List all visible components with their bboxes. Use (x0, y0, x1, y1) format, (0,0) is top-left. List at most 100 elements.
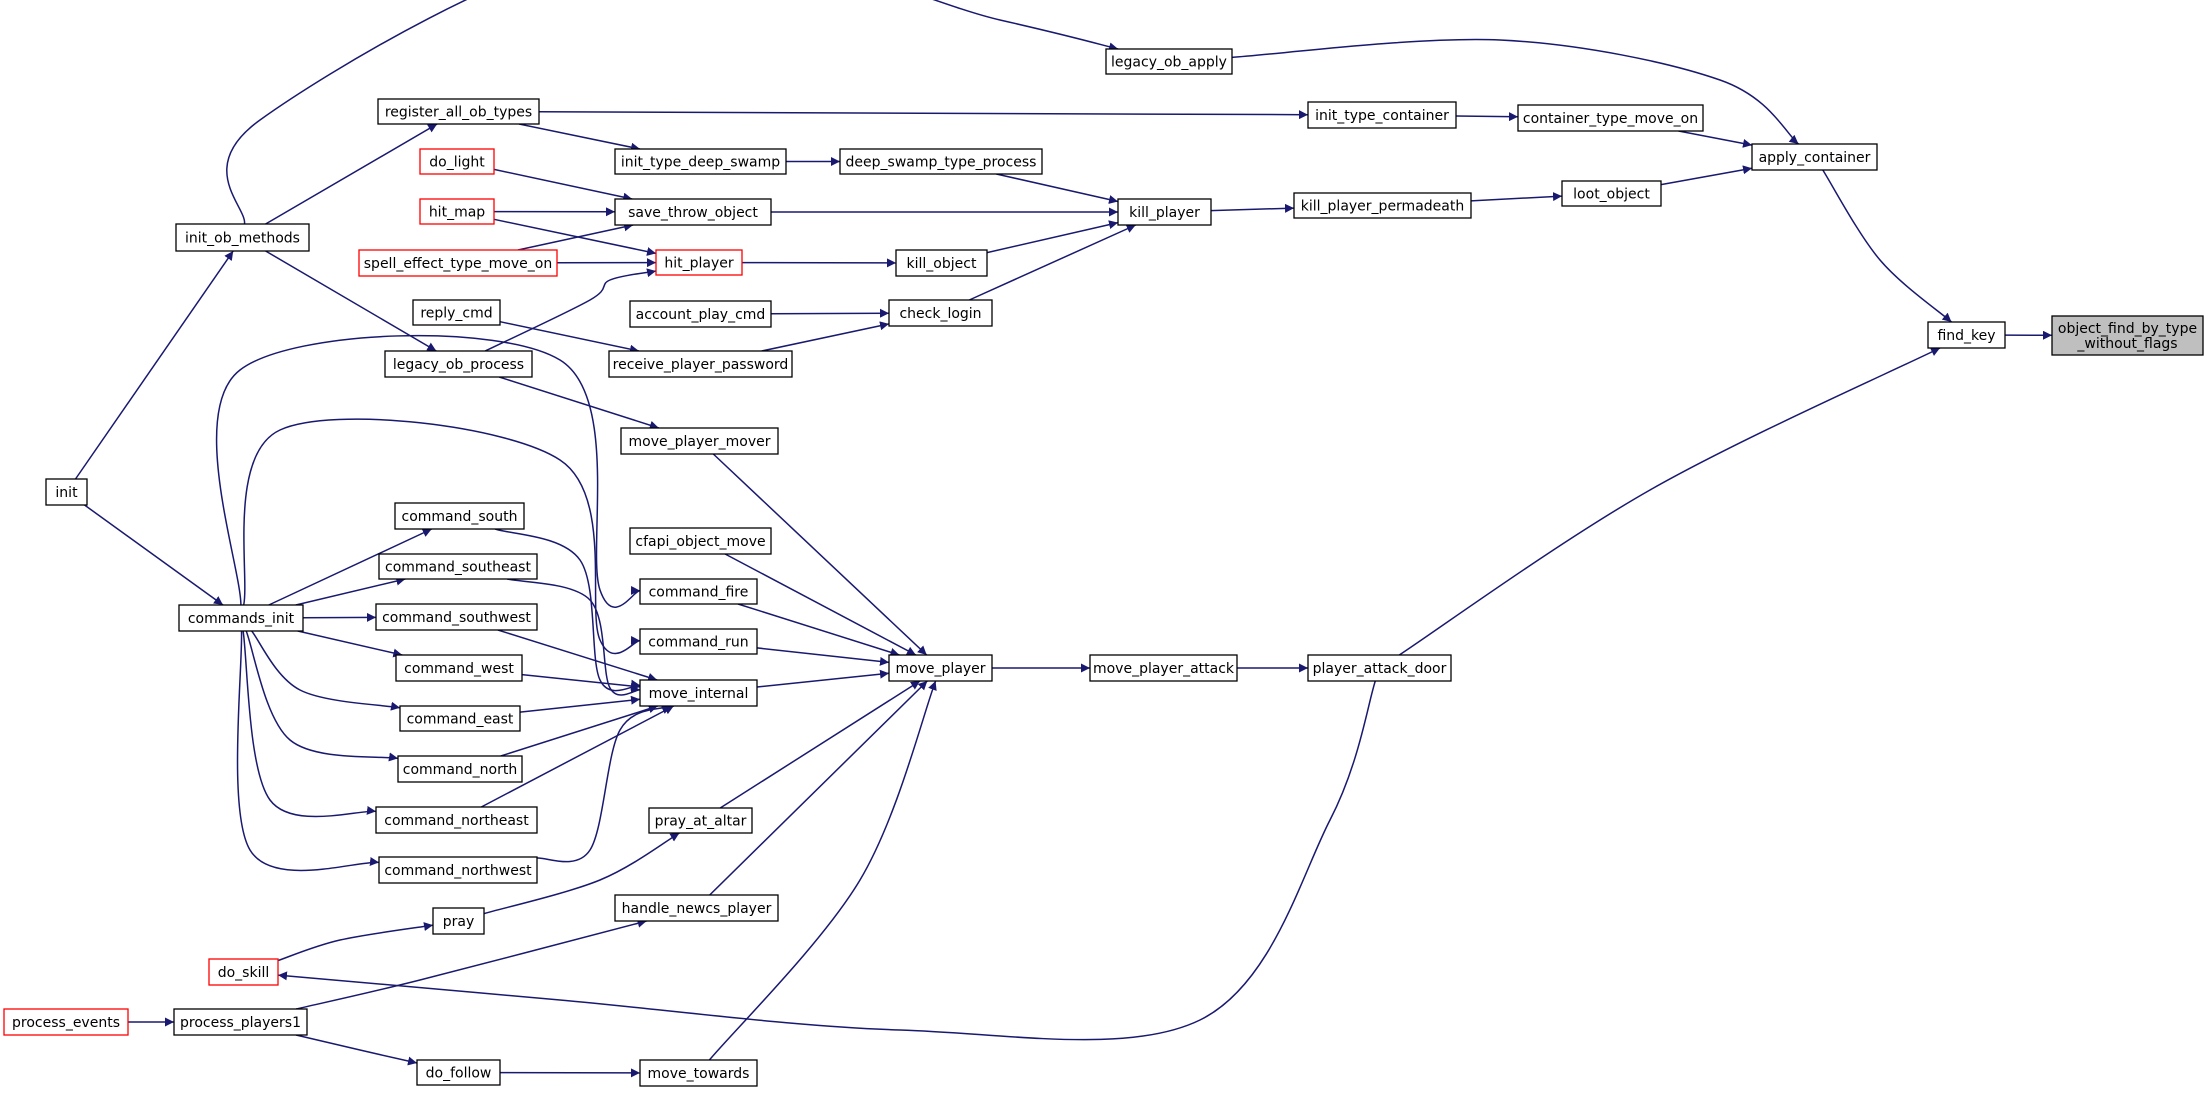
node-box (1105, 48, 1233, 75)
node-label: command_southwest (382, 610, 531, 626)
edge-loot_object-to-apply_container (1660, 165, 1753, 186)
node-command-east[interactable]: command_east (399, 705, 521, 732)
node-label: kill_object (907, 256, 977, 272)
node-command-northwest[interactable]: command_northwest (378, 856, 538, 884)
node-box (45, 478, 88, 506)
node-pray[interactable]: pray (432, 907, 485, 935)
edge-do_skill-to-pray (277, 922, 434, 962)
node-legacy-ob-apply[interactable]: legacy_ob_apply (1105, 48, 1233, 75)
node-command-west[interactable]: command_west (395, 654, 523, 682)
node-command-run[interactable]: command_run (639, 628, 758, 655)
node-hit-map[interactable]: hit_map (419, 198, 495, 225)
node-label: command_north (403, 762, 517, 778)
node-process-players1[interactable]: process_players1 (173, 1008, 308, 1036)
edge-kill_player_permadeath-to-loot_object (1470, 192, 1563, 202)
node-box (1927, 321, 2006, 349)
node-move-player[interactable]: move_player (888, 654, 993, 682)
node-container-type-move-on[interactable]: container_type_move_on (1517, 104, 1704, 132)
node-check-login[interactable]: check_login (888, 299, 993, 327)
node-find-key[interactable]: find_key (1927, 321, 2006, 349)
node-move-player-mover[interactable]: move_player_mover (620, 427, 779, 455)
node-register-all-ob-types[interactable]: register_all_ob_types (377, 98, 540, 125)
edge-init_ob_methods-to-legacy_ob_process (265, 250, 437, 352)
node-box (1307, 654, 1452, 682)
node-label: command_fire (649, 585, 749, 601)
node-label: hit_map (429, 205, 485, 221)
node-box (419, 198, 495, 225)
node-box (648, 807, 753, 834)
node-kill-player-permadeath[interactable]: kill_player_permadeath (1293, 192, 1472, 219)
node-player-attack-door[interactable]: player_attack_door (1307, 654, 1452, 682)
node-kill-player[interactable]: kill_player (1117, 198, 1212, 226)
node-box (1307, 101, 1457, 129)
node-move-player-attack[interactable]: move_player_attack (1089, 654, 1238, 682)
edge-commands_init-to-command_east (251, 630, 401, 711)
node-label: spell_effect_type_move_on (364, 256, 552, 272)
node-object-find-by-type-without-flags[interactable]: object_find_by_type_without_flags (2051, 315, 2204, 356)
node-do-skill[interactable]: do_skill (208, 958, 279, 986)
node-legacy-ob-process[interactable]: legacy_ob_process (384, 350, 533, 378)
node-spell-effect-type-move-on[interactable]: spell_effect_type_move_on (358, 249, 558, 277)
node-label: do_follow (426, 1066, 492, 1082)
node-label: deep_swamp_type_process (846, 155, 1037, 171)
node-commands-init[interactable]: commands_init (178, 604, 304, 632)
edge-command_northwest-to-move_internal (536, 705, 672, 863)
edge-init_type_container-to-container_type_move_on (1455, 112, 1519, 122)
node-process-events[interactable]: process_events (3, 1008, 129, 1036)
node-box (394, 502, 525, 530)
node-label: process_events (12, 1015, 120, 1031)
edge-deep_swamp_type_process-to-kill_player (996, 173, 1119, 204)
node-account-play-cmd[interactable]: account_play_cmd (629, 300, 772, 328)
node-box (614, 148, 787, 175)
node-save-throw-object[interactable]: save_throw_object (614, 198, 772, 226)
node-box (208, 958, 279, 986)
node-command-southeast[interactable]: command_southeast (378, 553, 538, 580)
node-pray-at-altar[interactable]: pray_at_altar (648, 807, 753, 834)
node-do-light[interactable]: do_light (419, 148, 495, 175)
node-reply-cmd[interactable]: reply_cmd (412, 299, 501, 326)
node-command-northeast[interactable]: command_northeast (375, 806, 538, 834)
node-box (895, 249, 988, 277)
edge-legacy_ob_process-to-hit_player (484, 268, 657, 352)
node-label: move_internal (649, 686, 749, 702)
node-receive-player-password[interactable]: receive_player_password (608, 350, 793, 378)
node-handle-newcs-player[interactable]: handle_newcs_player (614, 894, 779, 922)
node-command-north[interactable]: command_north (397, 755, 523, 783)
edge-commands_init-to-command_northeast (242, 630, 377, 818)
node-label: receive_player_password (613, 357, 789, 373)
node-init[interactable]: init (45, 478, 88, 506)
node-box (3, 1008, 129, 1036)
node-box (620, 427, 779, 455)
edge-init-to-commands_init (84, 504, 224, 606)
node-cfapi-object-move[interactable]: cfapi_object_move (629, 527, 772, 555)
node-move-internal[interactable]: move_internal (639, 679, 758, 707)
node-do-follow[interactable]: do_follow (416, 1059, 501, 1086)
node-kill-object[interactable]: kill_object (895, 249, 988, 277)
node-label: move_player_attack (1093, 661, 1235, 677)
node-label: object_find_by_type (2058, 321, 2197, 337)
node-box (1117, 198, 1212, 226)
edge-command_southeast-to-move_internal (507, 578, 641, 696)
node-command-southwest[interactable]: command_southwest (375, 603, 538, 631)
node-box (629, 527, 772, 555)
edge-container_type_move_on-to-apply_container (1678, 130, 1753, 148)
node-move-towards[interactable]: move_towards (639, 1059, 758, 1087)
node-label: move_player_mover (629, 434, 771, 450)
node-init-ob-methods[interactable]: init_ob_methods (175, 223, 310, 252)
node-apply-container[interactable]: apply_container (1751, 143, 1878, 171)
node-label: pray (443, 914, 475, 930)
node-box (384, 350, 533, 378)
node-label: find_key (1937, 328, 1995, 344)
node-init-type-deep-swamp[interactable]: init_type_deep_swamp (614, 148, 787, 175)
node-label: command_south (402, 509, 518, 525)
node-hit-player[interactable]: hit_player (655, 249, 743, 276)
edge-check_login-to-kill_player (968, 224, 1137, 301)
edges-layer (74, 0, 2053, 1078)
node-box (614, 894, 779, 922)
edge-init_ob_methods-to-legacy_ob_apply (226, 0, 1119, 225)
node-loot-object[interactable]: loot_object (1561, 180, 1662, 207)
node-init-type-container[interactable]: init_type_container (1307, 101, 1457, 129)
node-deep-swamp-type-process[interactable]: deep_swamp_type_process (839, 148, 1043, 175)
node-command-south[interactable]: command_south (394, 502, 525, 530)
node-command-fire[interactable]: command_fire (639, 578, 758, 605)
